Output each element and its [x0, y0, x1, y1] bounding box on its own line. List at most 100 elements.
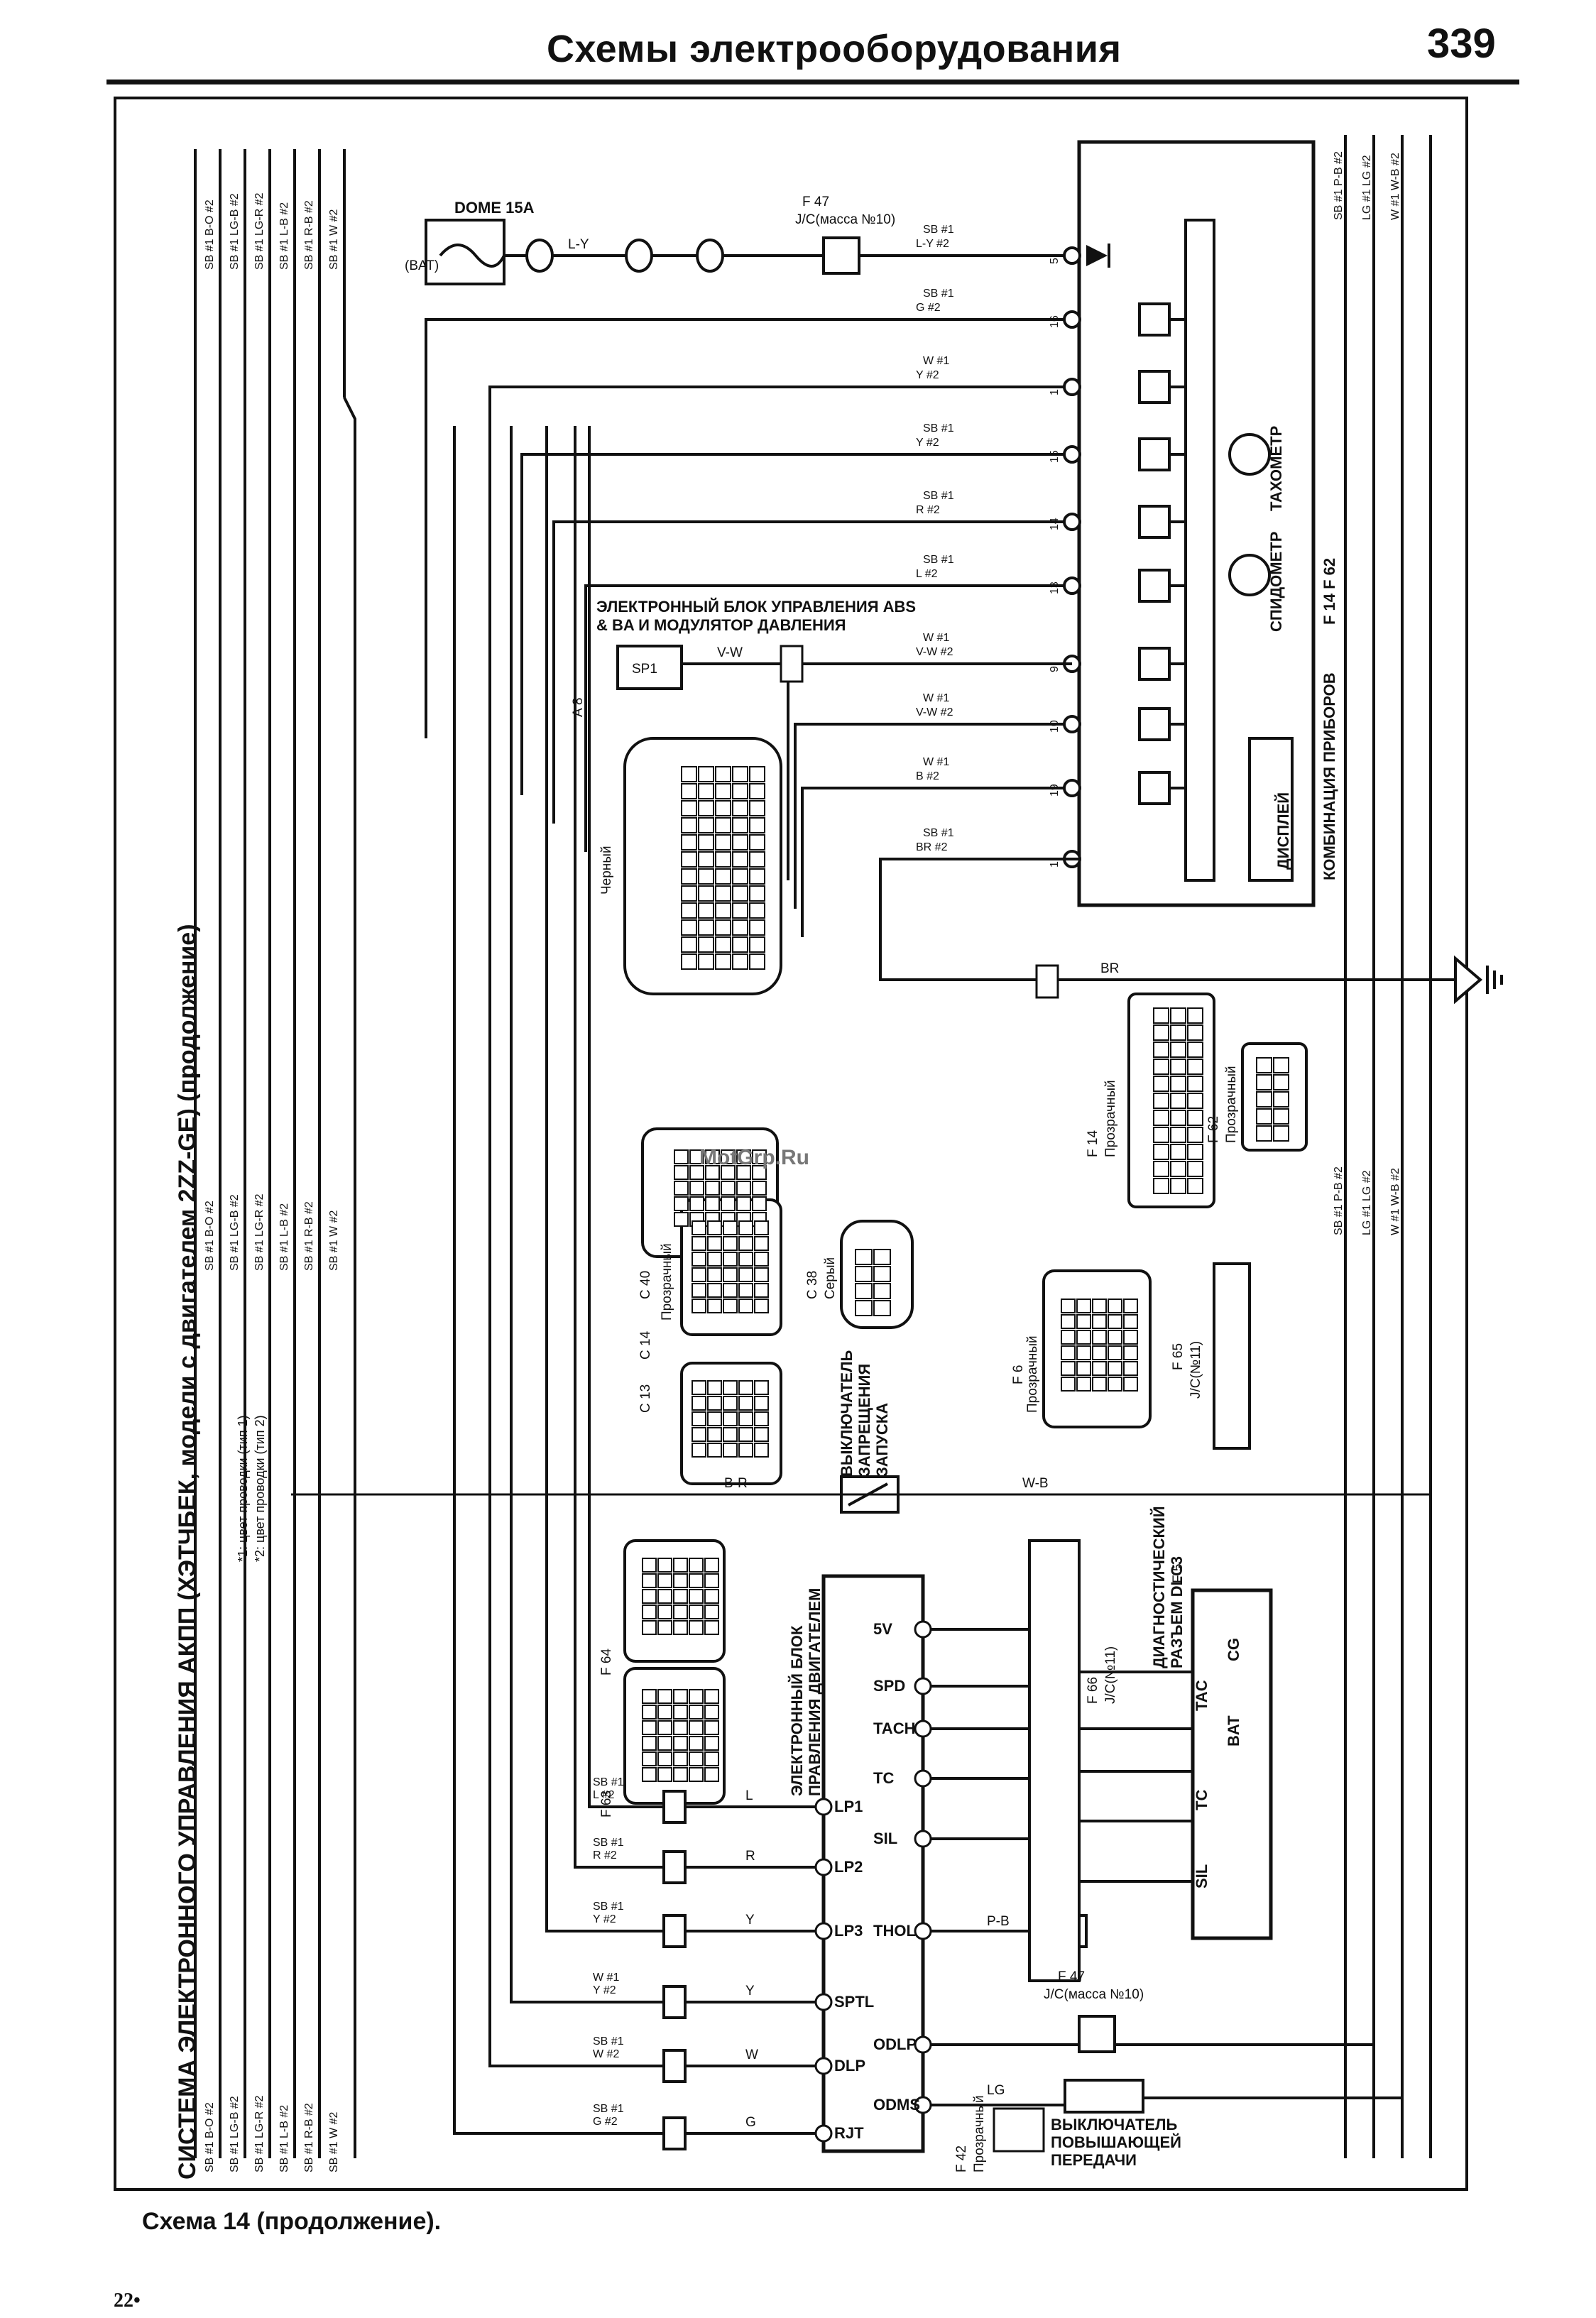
wire-label-2: L #2 — [593, 1789, 615, 1801]
bus-label: SB #1 R-B #2 — [303, 1201, 315, 1271]
connector-pin — [754, 1236, 769, 1251]
dlc-pin-label: TC — [1193, 1790, 1210, 1810]
cluster-pin-number: 15 — [1049, 450, 1061, 463]
speedometer-gauge-icon — [1228, 554, 1271, 596]
bus-label: SB #1 P-B #2 — [1333, 1166, 1345, 1235]
connector-pin — [1170, 1161, 1186, 1177]
connector-pin — [657, 1573, 672, 1588]
connector-f42 — [993, 2107, 1045, 2153]
connector-pin — [1170, 1042, 1186, 1058]
f42-label: F 42 — [954, 2145, 969, 2172]
connector-pin — [674, 1181, 689, 1196]
f5-label: F 5 — [1171, 1564, 1186, 1583]
connector-pin — [732, 817, 748, 833]
connector-pin — [1092, 1299, 1107, 1313]
wire-color: W — [745, 2048, 758, 2062]
connector-pin — [698, 919, 714, 936]
connector-pin — [705, 1149, 720, 1164]
f47-label-2: F 47 — [1058, 1969, 1085, 1984]
connector-pin — [754, 1299, 769, 1313]
connector-pin — [723, 1427, 738, 1442]
wire-label-1: W #1 — [923, 355, 949, 367]
f62-transparent: Прозрачный — [1224, 1066, 1239, 1143]
connector-pin — [749, 885, 765, 902]
cluster-pin-number: 9 — [1049, 666, 1061, 672]
wire-color-br-2: B-R — [724, 1476, 748, 1491]
connector-pin — [1153, 1007, 1169, 1024]
connector-pin — [1187, 1127, 1203, 1143]
ecu-wire — [588, 426, 816, 1808]
f63-label: F 63 — [599, 1791, 614, 1817]
connector-pin — [705, 1181, 720, 1196]
c-connectors-label: C 13 — [638, 1384, 653, 1413]
connector-pin — [681, 919, 697, 936]
connector-pin — [752, 1165, 767, 1180]
wire-label-2: L-Y #2 — [916, 238, 949, 250]
connector-pin — [715, 783, 731, 799]
jc-mass-box-2 — [1078, 2015, 1116, 2053]
connector-pin — [1108, 1345, 1122, 1360]
connector-pin — [1153, 1144, 1169, 1160]
pin-circle — [1063, 576, 1081, 595]
ecu-wire — [510, 426, 816, 2003]
ecu-pin-circle — [814, 2057, 833, 2075]
connector-pin — [1076, 1330, 1091, 1345]
connector-pin — [1187, 1076, 1203, 1092]
connector-pin — [698, 817, 714, 833]
connector-pin — [689, 1558, 704, 1573]
ecu-pin-circle — [814, 1798, 833, 1816]
connector-pin — [1170, 1076, 1186, 1092]
connector-pin — [749, 868, 765, 885]
connector-pin — [707, 1299, 722, 1313]
connector-pin — [1170, 1127, 1186, 1143]
start-switch-1: ВЫКЛЮЧАТЕЛЬ — [838, 1350, 856, 1477]
pin-circle — [1063, 310, 1081, 329]
start-switch-3: ЗАПУСКА — [873, 1403, 891, 1477]
connector-pin — [692, 1236, 706, 1251]
connector-pin — [1076, 1377, 1091, 1392]
connector-pin — [715, 936, 731, 953]
ecu-pin-circle — [914, 1830, 932, 1848]
connector-pin — [1123, 1299, 1138, 1313]
bus-label: SB #1 B-O #2 — [204, 2102, 216, 2172]
connector-pin — [1108, 1299, 1122, 1313]
tachometer-label: ТАХОМЕТР — [1267, 426, 1285, 511]
connector-pin — [642, 1573, 657, 1588]
connector-pin — [721, 1196, 736, 1211]
od-switch[interactable] — [1064, 2079, 1144, 2114]
connector-pin — [657, 1705, 672, 1720]
ecu-pin-label: 5V — [873, 1620, 892, 1638]
connector-pin — [692, 1252, 706, 1267]
wire-label-2: W #2 — [593, 2048, 619, 2060]
f66-label: F 66 — [1086, 1677, 1100, 1704]
connector-pin — [674, 1196, 689, 1211]
connector-pin — [1170, 1007, 1186, 1024]
connector-pin — [855, 1249, 873, 1265]
connector-pin — [704, 1604, 719, 1619]
watermark: MotGrp.Ru — [699, 1146, 809, 1169]
cluster-pin-number: 14 — [1049, 518, 1061, 530]
f6-transparent: Прозрачный — [1025, 1335, 1040, 1413]
bus-label: SB #1 L-B #2 — [278, 1203, 290, 1271]
wire-label-2: R #2 — [593, 1849, 617, 1861]
wire-color-legend: *1: цвет проводки (тип 1) *2: цвет прово… — [234, 1415, 268, 1562]
ecu-wire — [488, 426, 816, 2067]
bus-label: SB #1 B-O #2 — [204, 1201, 216, 1271]
connector-pin — [689, 1573, 704, 1588]
connector-pin — [673, 1604, 688, 1619]
cluster-pin-number: 19 — [1049, 784, 1061, 797]
connector-pin — [749, 902, 765, 919]
connector-pin — [1256, 1125, 1272, 1142]
connector-pin — [736, 1165, 751, 1180]
cluster-input-box — [1138, 437, 1171, 471]
connector-pin — [657, 1589, 672, 1604]
bus-label: SB #1 R-B #2 — [303, 200, 315, 270]
connector-pin — [732, 868, 748, 885]
bus-label: LG #1 LG #2 — [1361, 1170, 1373, 1235]
ecu-pin-label: DLP — [834, 2057, 865, 2074]
connector-pin — [673, 1558, 688, 1573]
connector-pin — [692, 1220, 706, 1235]
connector-pin — [673, 1573, 688, 1588]
connector-pin — [715, 817, 731, 833]
connector-pin — [715, 868, 731, 885]
